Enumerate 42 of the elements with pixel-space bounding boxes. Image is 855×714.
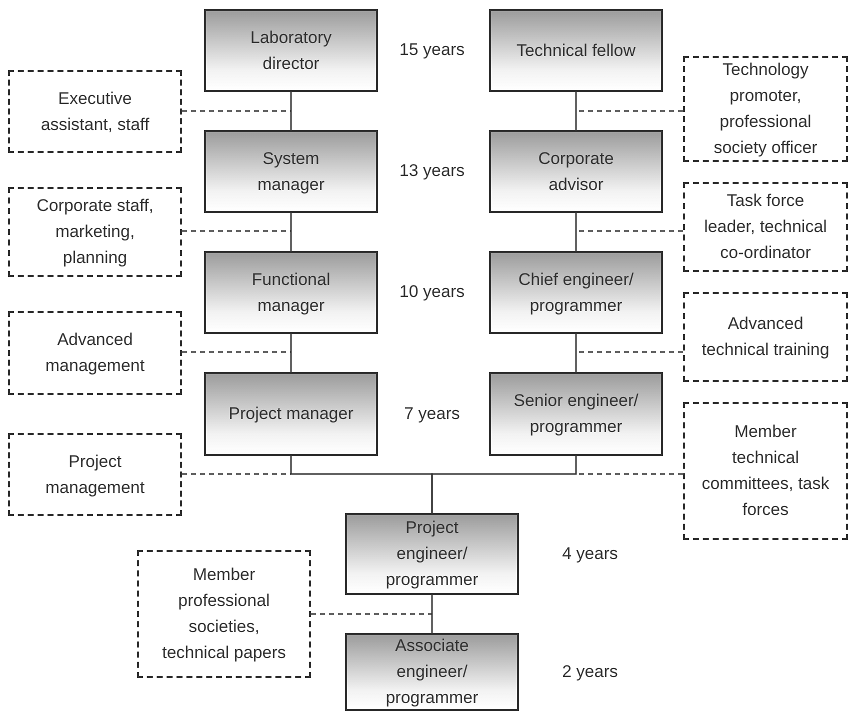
- dashed-note-box: Task force leader, technical co-ordinator: [683, 182, 848, 272]
- duration-label: 13 years: [399, 161, 465, 181]
- dashed-connector: [576, 473, 683, 475]
- dashed-connector: [182, 110, 291, 112]
- duration-label: 4 years: [562, 544, 618, 564]
- role-box: Project engineer/ programmer: [345, 513, 519, 595]
- dashed-connector: [576, 110, 683, 112]
- role-box: Project manager: [204, 372, 378, 456]
- dashed-note-box: Project management: [8, 433, 182, 516]
- role-box: Senior engineer/ programmer: [489, 372, 663, 456]
- dashed-note-box: Advanced technical training: [683, 292, 848, 382]
- role-box: Technical fellow: [489, 9, 663, 92]
- duration-label: 10 years: [399, 282, 465, 302]
- role-box: Corporate advisor: [489, 130, 663, 213]
- dashed-connector: [182, 230, 291, 232]
- role-box: Laboratory director: [204, 9, 378, 92]
- role-box: Associate engineer/ programmer: [345, 633, 519, 711]
- dashed-connector: [576, 230, 683, 232]
- duration-label: 2 years: [562, 662, 618, 682]
- connector-line: [431, 595, 433, 633]
- dashed-note-box: Corporate staff, marketing, planning: [8, 187, 182, 277]
- connector-line: [575, 213, 577, 251]
- dashed-connector: [576, 351, 683, 353]
- connector-line: [575, 334, 577, 372]
- dashed-connector: [182, 473, 291, 475]
- duration-label: 7 years: [404, 404, 460, 424]
- connector-line: [290, 334, 292, 372]
- dashed-note-box: Technology promoter, professional society officer: [683, 56, 848, 162]
- connector-line: [290, 92, 292, 130]
- connector-line: [431, 456, 577, 513]
- dashed-note-box: Advanced management: [8, 311, 182, 395]
- role-box: System manager: [204, 130, 378, 213]
- dashed-note-box: Executive assistant, staff: [8, 70, 182, 153]
- connector-line: [575, 92, 577, 130]
- dashed-note-box: Member technical committees, task forces: [683, 402, 848, 540]
- connector-line: [290, 213, 292, 251]
- duration-label: 15 years: [399, 40, 465, 60]
- role-box: Functional manager: [204, 251, 378, 334]
- dashed-connector: [311, 613, 432, 615]
- dashed-connector: [182, 351, 291, 353]
- dashed-note-box: Member professional societies, technical papers: [137, 550, 311, 678]
- role-box: Chief engineer/ programmer: [489, 251, 663, 334]
